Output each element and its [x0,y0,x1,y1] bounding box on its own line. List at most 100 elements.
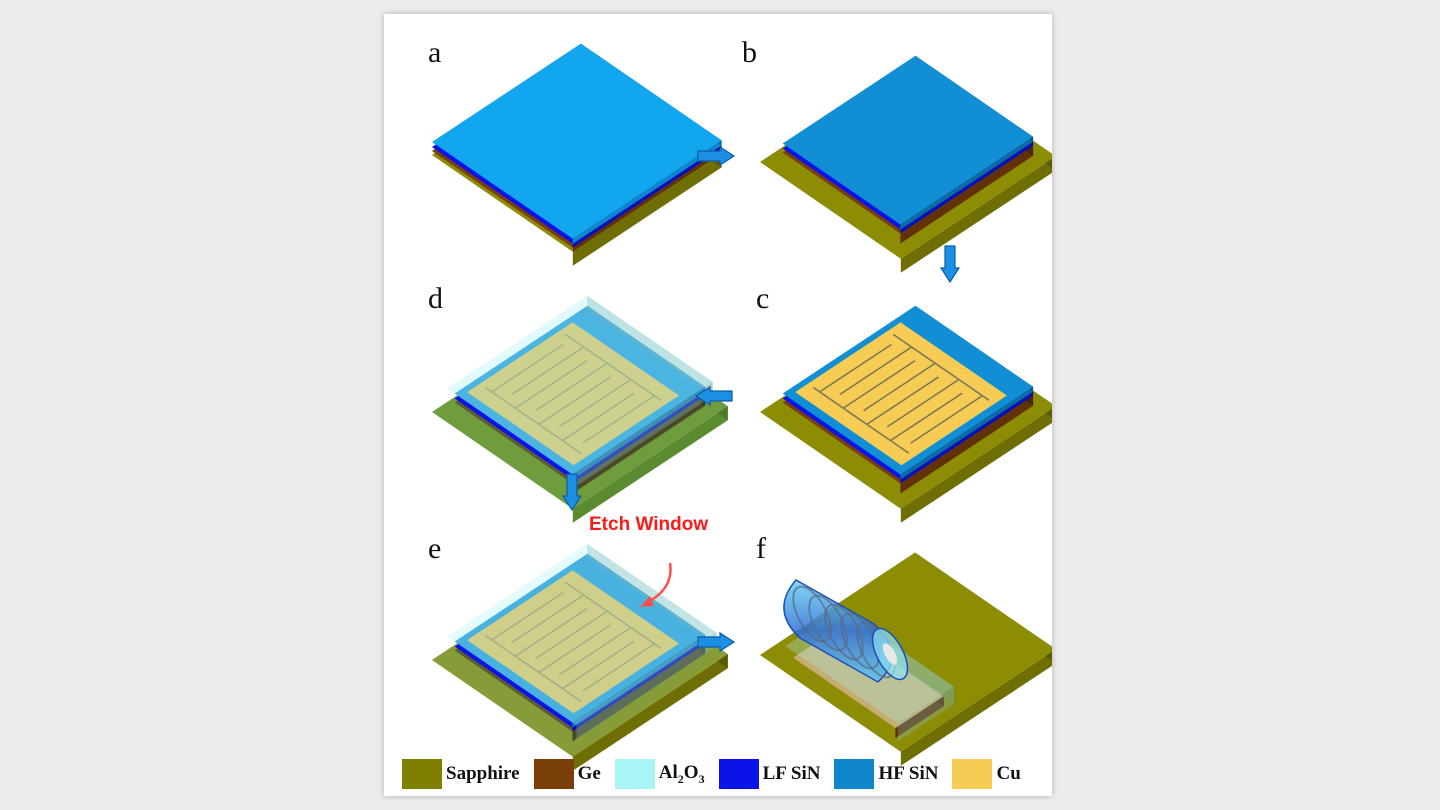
electrode-finger-gap [535,610,608,660]
arrow-b-to-c [939,245,961,284]
al2o3-coat-front [576,632,717,740]
electrode-bus-gap [564,333,662,401]
electrode-finger-gap [538,624,612,674]
electrode-finger-gap [511,346,585,396]
panel-c-stack [760,305,1052,523]
electrode-finger-gap [562,640,635,690]
ge-remnant-front [895,696,944,739]
lf-sin-mesa-front [572,639,706,732]
ge-mesa-front [900,395,1034,494]
al2o3-coat-top [447,543,717,726]
electrode-bus-gap [812,386,910,454]
process-diagram [432,43,1052,771]
electrode-finger-gap [886,378,960,428]
electrode-bus-gap [484,386,582,454]
hf-sin-mesa-top [782,55,1034,225]
legend-item-lf-sin: LF SiN [718,759,821,789]
sapphire-front [900,158,1052,273]
legend-swatch-lf-sin [718,759,759,789]
sapphire-front [572,153,722,266]
electrode-finger-gap [562,392,635,442]
etch-window-label: Etch Window [589,514,709,535]
panel-label-c: c [756,282,770,315]
legend-label-sapphire: Sapphire [446,763,520,784]
electrode-bus-gap [484,634,582,702]
lf-sin-mesa-front [572,391,706,484]
sapphire-front [572,654,728,771]
electrode-finger-gap [538,376,612,426]
electrode-finger-gap [819,343,892,393]
electrode-finger-gap [558,378,632,428]
legend-label-al2o3: Al2O3 [658,761,705,786]
hf-sin-mesa-front [572,386,706,480]
hf-sin-layer-top [432,43,722,239]
copper-pad [795,322,1007,466]
hf-sin-mesa-front [900,136,1034,230]
sapphire-coated-front [572,406,728,523]
electrode-bus-gap [892,333,990,401]
electrode-finger-gap [558,626,632,676]
sapphire-front [900,651,1052,766]
lf-sin-mesa-front [900,391,1034,484]
electrode-finger-gap [890,392,963,442]
tube-winding [824,603,864,661]
tube-winding [808,594,848,652]
lf-sin-mesa-front [900,141,1034,234]
electrode-finger-gap [491,343,564,393]
legend-label-lf-sin: LF SiN [762,763,821,784]
etch-window-pointer-head [640,596,654,607]
electrode-finger-gap [514,608,588,657]
legend-item-hf-sin: HF SiN [834,759,938,789]
electrode-finger-gap [866,376,940,426]
arrow-d-to-e [561,473,583,512]
legend-label-ge: Ge [577,763,601,784]
al2o3-coat-right [587,543,717,647]
sapphire-front [900,408,1052,523]
hf-sin-mesa-front [900,386,1034,480]
panel-b-stack [760,55,1052,273]
electrode-finger-gap [910,395,983,444]
legend-swatch-ge [533,759,574,789]
panel-f-rolled-stack [760,552,1052,766]
legend-swatch-sapphire [402,759,442,789]
arrow-a-to-b [697,145,736,167]
al2o3-coat-right [587,295,713,396]
tube-winding [792,585,832,643]
arrow-e-to-f [697,631,736,653]
electrode-finger-gap [582,643,655,692]
hf-sin-layer-front [572,140,722,244]
legend-swatch-al2o3 [614,759,655,789]
copper-pad [467,322,679,466]
electrode-finger-gap [511,594,585,644]
legend-swatch-hf-sin [834,759,875,789]
panel-label-b: b [742,36,757,69]
panel-label-d: d [428,282,443,315]
legend-item-cu: Cu [952,759,1021,789]
legend-label-hf-sin: HF SiN [878,763,939,784]
sapphire-top [760,552,1052,752]
hf-sin-mesa-front [572,634,706,728]
panel-label-f: f [756,532,766,565]
fabrication-process-figure: a b c d e f Etch Window Sapphire Ge Al2O… [384,14,1052,796]
legend-item-ge: Ge [533,759,601,789]
rolled-tube [783,579,909,683]
electrode-finger-gap [514,360,588,409]
electrode-finger-gap [863,362,936,412]
copper-coated-tint [467,570,679,714]
copper-pad [467,570,679,714]
panel-a-stack [432,43,722,266]
legend-item-al2o3: Al2O3 [614,759,705,789]
copper-coated-tint [467,322,679,466]
electrode-finger-gap [582,395,655,444]
tube-core [882,643,898,665]
electrode-bus-gap [564,581,662,649]
panel-e-stack [432,543,728,771]
legend-label-cu: Cu [996,763,1021,784]
legend: Sapphire Ge Al2O3 LF SiN HF SiN Cu [402,758,1042,790]
ge-mesa-coated-front [572,643,706,742]
electrode-finger-gap [535,362,608,412]
electrode-finger-gap [842,360,916,409]
electrode-finger-gap [839,346,913,396]
al2o3-remnant-front [898,686,954,742]
al2o3-coat-front [572,381,713,489]
